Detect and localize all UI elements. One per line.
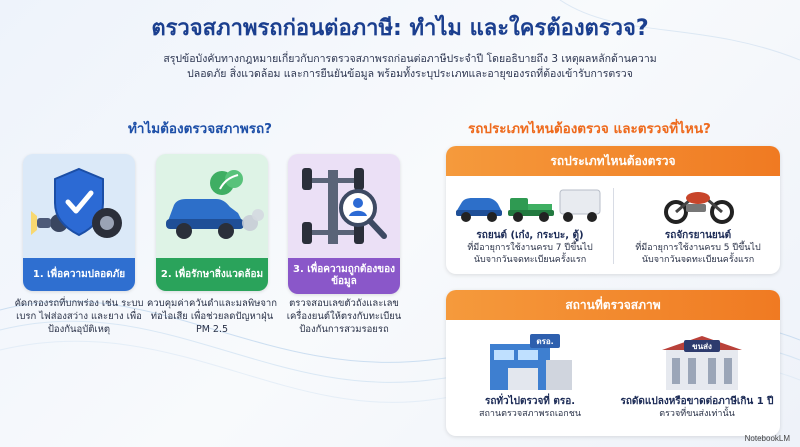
types-divider (613, 188, 614, 264)
shield-check-icon (23, 154, 135, 258)
reason-label-environment: 2. เพื่อรักษาสิ่งแวดล้อม (156, 258, 268, 291)
car-type-line2: นับจากวันจดทะเบียนครั้งแรก (473, 255, 587, 265)
chassis-magnifier-icon (288, 154, 400, 258)
car-pickup-van-icon (456, 189, 601, 222)
why-heading: ทำไมต้องตรวจสภาพรถ? (128, 121, 273, 137)
tro-sign-text: ตรอ. (536, 337, 553, 346)
reason-label-safety: 1. เพื่อความปลอดภัย (23, 258, 135, 291)
vehicle-types-header: รถประเภทไหนต้องตรวจ (446, 146, 780, 176)
inspection-places-panel: สถานที่ตรวจสภาพ ตรอ. รถทั่วไปตรวจที่ ตรอ… (446, 290, 780, 436)
page-subtitle: สรุปข้อบังคับทางกฎหมายเกี่ยวกับการตรวจสภ… (163, 53, 657, 80)
footer-brand: NotebookLM (744, 434, 790, 443)
vehicle-types-panel: รถประเภทไหนต้องตรวจ รถยนต์ (เก๋ง, กระบะ,… (446, 146, 780, 274)
tro-title: รถทั่วไปตรวจที่ ตรอ. (484, 396, 576, 407)
tro-text: รถทั่วไปตรวจที่ ตรอ. สถานตรวจสภาพรถเอกชน (450, 396, 610, 420)
dlt-line1: ตรวจที่ขนส่งเท่านั้น (659, 409, 735, 419)
dlt-title: รถดัดแปลงหรือขาดต่อภาษีเกิน 1 ปี (620, 396, 774, 407)
car-type-line1: ที่มีอายุการใช้งานครบ 7 ปีขึ้นไป (467, 243, 593, 253)
dlt-text: รถดัดแปลงหรือขาดต่อภาษีเกิน 1 ปี ตรวจที่… (614, 396, 780, 420)
reason-desc-environment: ควบคุมค่าควันดำและมลพิษจากท่อไอเสีย เพื่… (146, 298, 278, 335)
reason-label-data: 3. เพื่อความถูกต้องของข้อมูล (288, 258, 400, 294)
page-title: ตรวจสภาพรถก่อนต่อภาษี: ทำไม และใครต้องตร… (151, 16, 649, 41)
moto-type-line1: ที่มีอายุการใช้งานครบ 5 ปีขึ้นไป (635, 243, 761, 253)
car-exhaust-icon (156, 154, 268, 258)
private-inspection-station-icon: ตรอ. (490, 334, 572, 390)
which-where-heading: รถประเภทไหนต้องตรวจ และตรวจที่ไหน? (468, 121, 711, 137)
reason-desc-safety: คัดกรองรถที่บกพร่อง เช่น ระบบเบรก ไฟส่อง… (14, 298, 144, 335)
moto-type-text: รถจักรยานยนต์ ที่มีอายุการใช้งานครบ 5 ปี… (618, 230, 778, 266)
dlt-office-icon: ขนส่ง (662, 336, 742, 390)
tro-line1: สถานตรวจสภาพรถเอกชน (478, 409, 582, 419)
car-type-title: รถยนต์ (เก๋ง, กระบะ, ตู้) (476, 230, 584, 241)
moto-type-line2: นับจากวันจดทะเบียนครั้งแรก (641, 255, 755, 265)
reason-card-safety: 1. เพื่อความปลอดภัย (23, 154, 135, 291)
moto-type-title: รถจักรยานยนต์ (664, 230, 732, 241)
reason-desc-data: ตรวจสอบเลขตัวถังและเลขเครื่องยนต์ให้ตรงก… (286, 298, 402, 335)
reason-card-environment: 2. เพื่อรักษาสิ่งแวดล้อม (156, 154, 268, 291)
reason-card-data: 3. เพื่อความถูกต้องของข้อมูล (288, 154, 400, 294)
motorcycle-icon (664, 192, 734, 224)
car-type-text: รถยนต์ (เก๋ง, กระบะ, ตู้) ที่มีอายุการใช… (450, 230, 610, 266)
dlt-sign-text: ขนส่ง (692, 342, 712, 351)
inspection-places-header: สถานที่ตรวจสภาพ (446, 290, 780, 320)
